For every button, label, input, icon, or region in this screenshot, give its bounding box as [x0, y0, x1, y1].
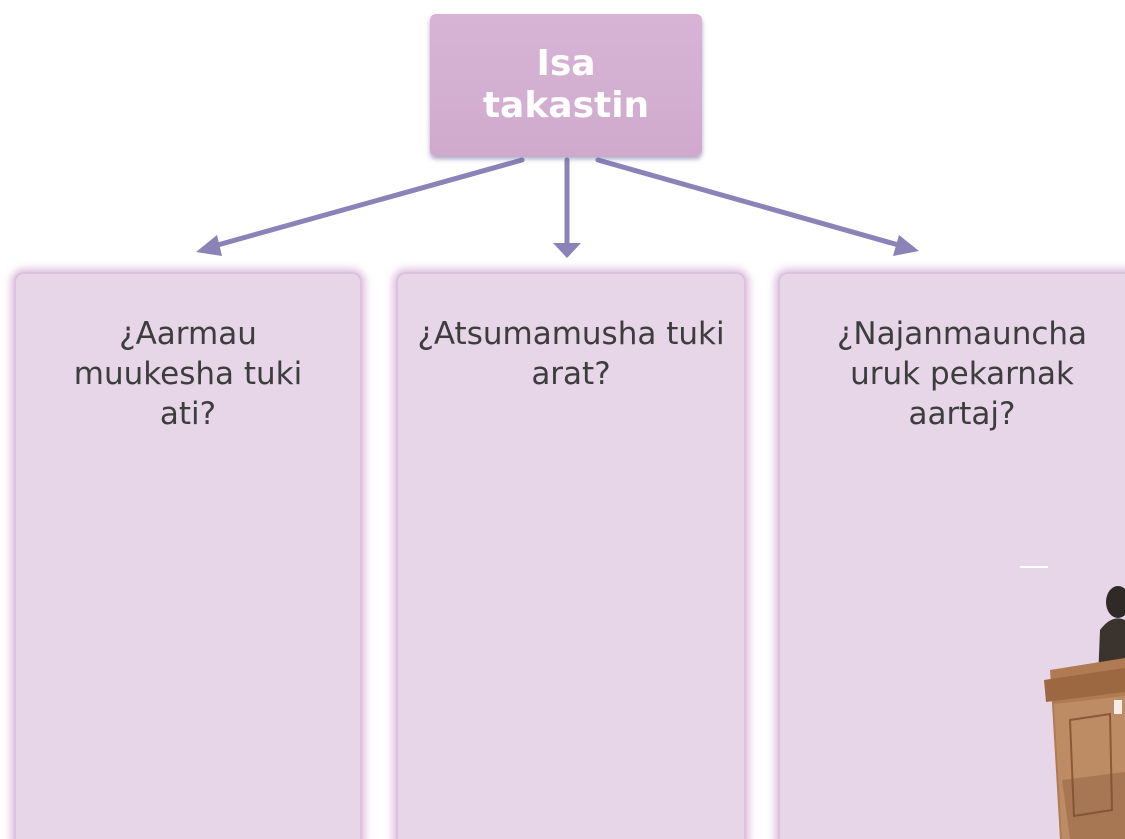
- question-card-2: ¿Atsumamusha tuki arat?: [396, 272, 746, 839]
- arrow-left-line: [211, 157, 525, 249]
- root-node-title: Isa takastin: [482, 43, 650, 126]
- question-card-1: ¿Aarmau muukesha tuki ati?: [14, 272, 362, 839]
- question-card-1-text: ¿Aarmau muukesha tuki ati?: [73, 316, 303, 432]
- arrow-center-head: [553, 243, 581, 258]
- person-at-podium-illustration: [1044, 586, 1125, 839]
- arrow-left-head: [196, 235, 222, 256]
- root-node: Isa takastin: [430, 14, 702, 156]
- arrow-right-line: [595, 157, 905, 249]
- arrow-right-head: [893, 235, 919, 256]
- question-card-2-text: ¿Atsumamusha tuki arat?: [417, 316, 725, 392]
- white-dash-mark: [1020, 566, 1048, 568]
- question-card-3-text: ¿Najanmauncha uruk pekarnak aartaj?: [836, 316, 1088, 432]
